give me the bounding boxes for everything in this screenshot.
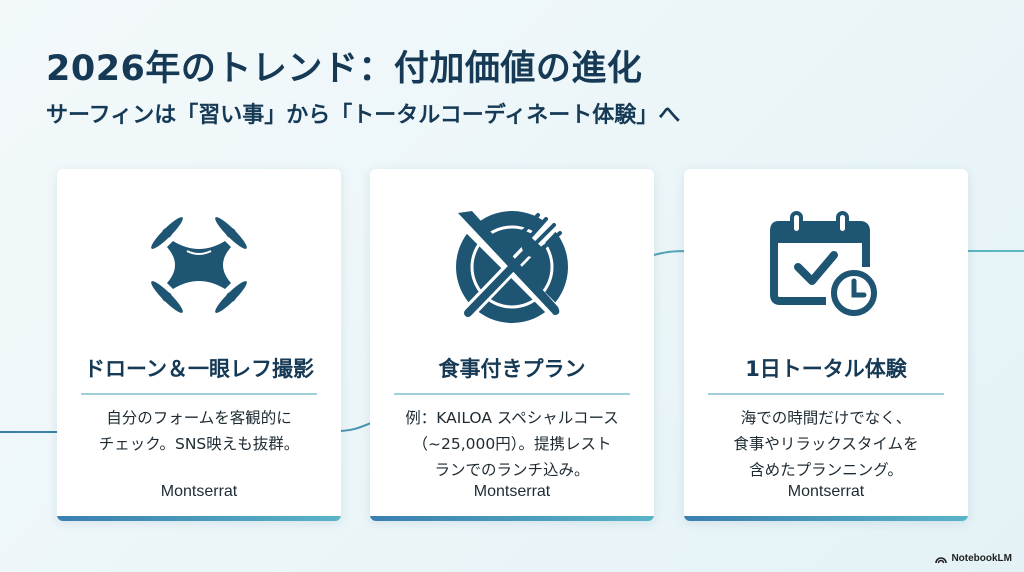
divider xyxy=(81,393,317,395)
card-heading: ドローン＆一眼レフ撮影 xyxy=(84,357,314,381)
accent-bar xyxy=(684,516,968,521)
card-heading: 食事付きプラン xyxy=(438,357,586,381)
card-meal-plan: 食事付きプラン 例：KAILOA スペシャルコース （~25,000円）。提携レ… xyxy=(370,169,654,521)
accent-bar xyxy=(57,516,341,521)
accent-bar xyxy=(370,516,654,521)
notebooklm-branding: NotebookLM xyxy=(935,553,1012,564)
card-full-day-experience: 1日トータル体験 海での時間だけでなく、 食事やリラックスタイムを 含めたプラン… xyxy=(684,169,968,521)
font-label: Montserrat xyxy=(160,483,238,500)
divider xyxy=(708,393,944,395)
plate-fork-knife-icon xyxy=(453,208,569,323)
card-heading: 1日トータル体験 xyxy=(745,357,907,381)
font-label: Montserrat xyxy=(787,483,865,500)
calendar-check-clock-icon xyxy=(770,211,878,317)
card-description: 海での時間だけでなく、 食事やリラックスタイムを 含めたプランニング。 xyxy=(733,409,919,479)
font-label: Montserrat xyxy=(473,483,551,500)
drone-icon xyxy=(151,217,247,313)
card-description: 自分のフォームを客観的に チェック。SNS映えも抜群。 xyxy=(98,409,300,453)
page-title: 2026年のトレンド：付加価値の進化 xyxy=(46,49,643,89)
brand-label: NotebookLM xyxy=(951,553,1012,564)
card-drone-photography: ドローン＆一眼レフ撮影 自分のフォームを客観的に チェック。SNS映えも抜群。 … xyxy=(57,169,341,521)
notebooklm-logo-icon xyxy=(935,556,948,563)
divider xyxy=(394,393,630,395)
card-description: 例：KAILOA スペシャルコース （~25,000円）。提携レスト ランでのラ… xyxy=(405,409,619,479)
page-subtitle: サーフィンは「習い事」から「トータルコーディネート体験」へ xyxy=(46,103,681,128)
